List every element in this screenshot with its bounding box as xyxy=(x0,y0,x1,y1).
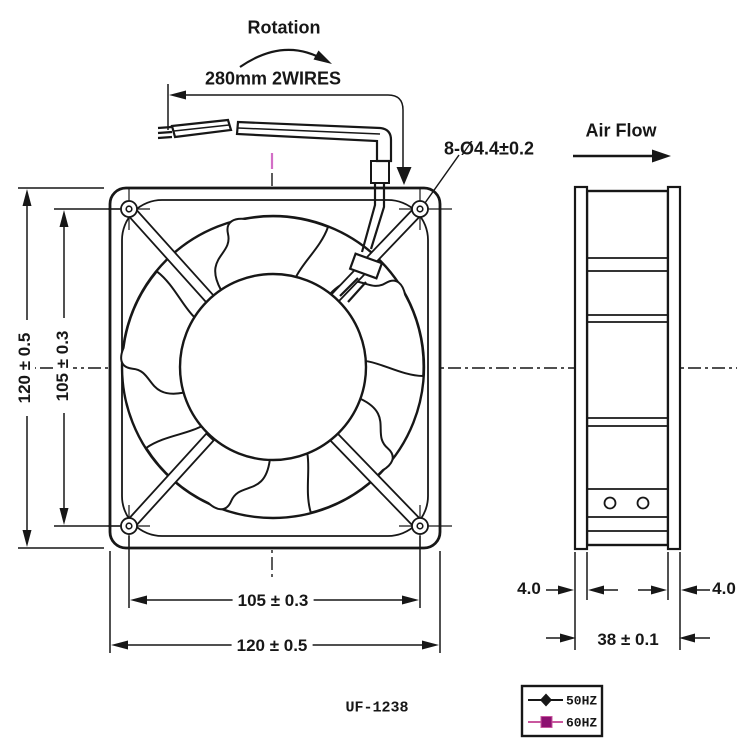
side-flange-right xyxy=(666,185,682,551)
rotation-arrowhead xyxy=(313,50,332,64)
fan-front-view xyxy=(108,154,460,550)
model-number: UF-1238 xyxy=(345,699,409,717)
dim-height-holes: 105 ± 0.3 xyxy=(53,325,73,407)
side-flange-left xyxy=(573,185,589,551)
mounting-hole-leader-line xyxy=(419,154,460,211)
fan-side-view xyxy=(573,185,682,551)
legend-border xyxy=(520,684,604,738)
hub-circle xyxy=(178,272,368,462)
terminal-hole xyxy=(603,496,617,510)
wire-end-stub xyxy=(157,135,173,140)
air-flow-arrowhead xyxy=(652,149,671,163)
wire-ribbon-line xyxy=(237,127,381,135)
terminal-hole xyxy=(636,496,650,510)
mounting-hole-top-right xyxy=(399,188,452,230)
dimension-4-left xyxy=(546,585,618,595)
dim-depth: 38 ± 0.1 xyxy=(597,630,659,649)
air-flow-label: Air Flow xyxy=(585,120,657,141)
legend-box xyxy=(520,684,604,738)
legend-marker-square-icon xyxy=(540,716,553,728)
lead-wire-external xyxy=(157,118,393,163)
wire-strain-relief xyxy=(370,160,390,184)
air-flow-arrow xyxy=(573,149,671,163)
wire-connector xyxy=(348,252,384,280)
wire-end-stub xyxy=(157,130,173,135)
dim-flange-right: 4.0 xyxy=(712,579,736,598)
guard-struts xyxy=(124,204,425,531)
dimension-side xyxy=(546,552,710,650)
dim-flange-left: 4.0 xyxy=(517,579,541,598)
dim-width-outer: 120 ± 0.5 xyxy=(231,636,313,656)
dimension-4-right xyxy=(638,585,710,595)
side-body-lines xyxy=(587,257,668,532)
wire-line xyxy=(360,182,377,253)
rotation-arrow xyxy=(239,48,332,68)
rotation-label: Rotation xyxy=(247,17,321,38)
mounting-hole-callout: 8-Ø4.4±0.2 xyxy=(444,138,534,159)
mounting-hole-top-left xyxy=(108,188,150,230)
dim-height-outer: 120 ± 0.5 xyxy=(15,327,35,409)
legend-marker-diamond-icon xyxy=(540,693,552,707)
dim-width-holes: 105 ± 0.3 xyxy=(232,591,314,611)
lead-wire-internal xyxy=(339,182,386,303)
legend-60hz-label: 60HZ xyxy=(566,715,598,731)
wire-line xyxy=(369,182,386,250)
wire-ribbon-right xyxy=(235,120,393,163)
mounting-holes xyxy=(108,188,452,547)
dimension-280mm xyxy=(167,84,412,185)
wire-end-stub xyxy=(157,125,173,130)
dimension-105-left xyxy=(54,208,120,527)
dimension-105-bottom xyxy=(128,536,421,608)
dimension-38 xyxy=(546,633,710,643)
dimension-120-left xyxy=(18,187,104,549)
wire-line xyxy=(339,277,359,297)
wire-line xyxy=(347,281,367,303)
wire-length-label: 280mm 2WIRES xyxy=(204,68,342,89)
wire-ribbon-line xyxy=(173,124,230,132)
legend-50hz-label: 50HZ xyxy=(566,693,598,709)
side-body xyxy=(585,189,670,547)
